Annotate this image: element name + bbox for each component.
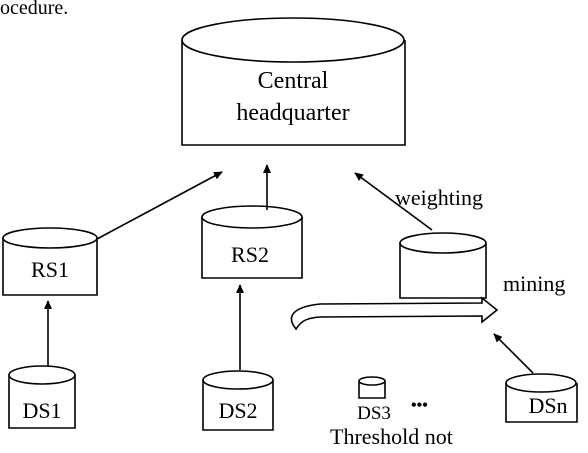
ds1-label: DS1	[22, 398, 61, 423]
ds3-node: DS3	[357, 376, 391, 424]
central-label-line2: headquarter	[236, 100, 349, 126]
rs1-node: RS1	[2, 227, 98, 296]
rs1-label: RS1	[31, 257, 69, 282]
ellipsis-marker: •••	[411, 397, 428, 414]
central-label-line1: Central	[258, 68, 329, 94]
mining-label: mining	[503, 271, 565, 296]
threshold-label: Threshold not	[330, 424, 453, 448]
rs2-label: RS2	[231, 242, 269, 267]
dsn-label: DSn	[528, 393, 567, 418]
arrow-rs1-to-central	[96, 171, 223, 240]
intermediate-store-node	[399, 232, 487, 299]
arrow-dsn-to-mining	[493, 333, 534, 374]
central-headquarter-node: Central headquarter	[181, 17, 406, 146]
curved-threshold-arrow	[290, 296, 499, 331]
ds2-node: DS2	[202, 370, 274, 431]
caption-fragment: ocedure.	[0, 0, 68, 19]
ds1-node: DS1	[8, 365, 76, 429]
arrow-store-to-central	[354, 172, 433, 231]
dsn-node: DSn	[505, 373, 578, 423]
rs2-node: RS2	[201, 205, 303, 279]
ds3-label: DS3	[357, 403, 391, 424]
ds2-label: DS2	[218, 398, 257, 423]
weighting-label: weighting	[395, 185, 483, 210]
